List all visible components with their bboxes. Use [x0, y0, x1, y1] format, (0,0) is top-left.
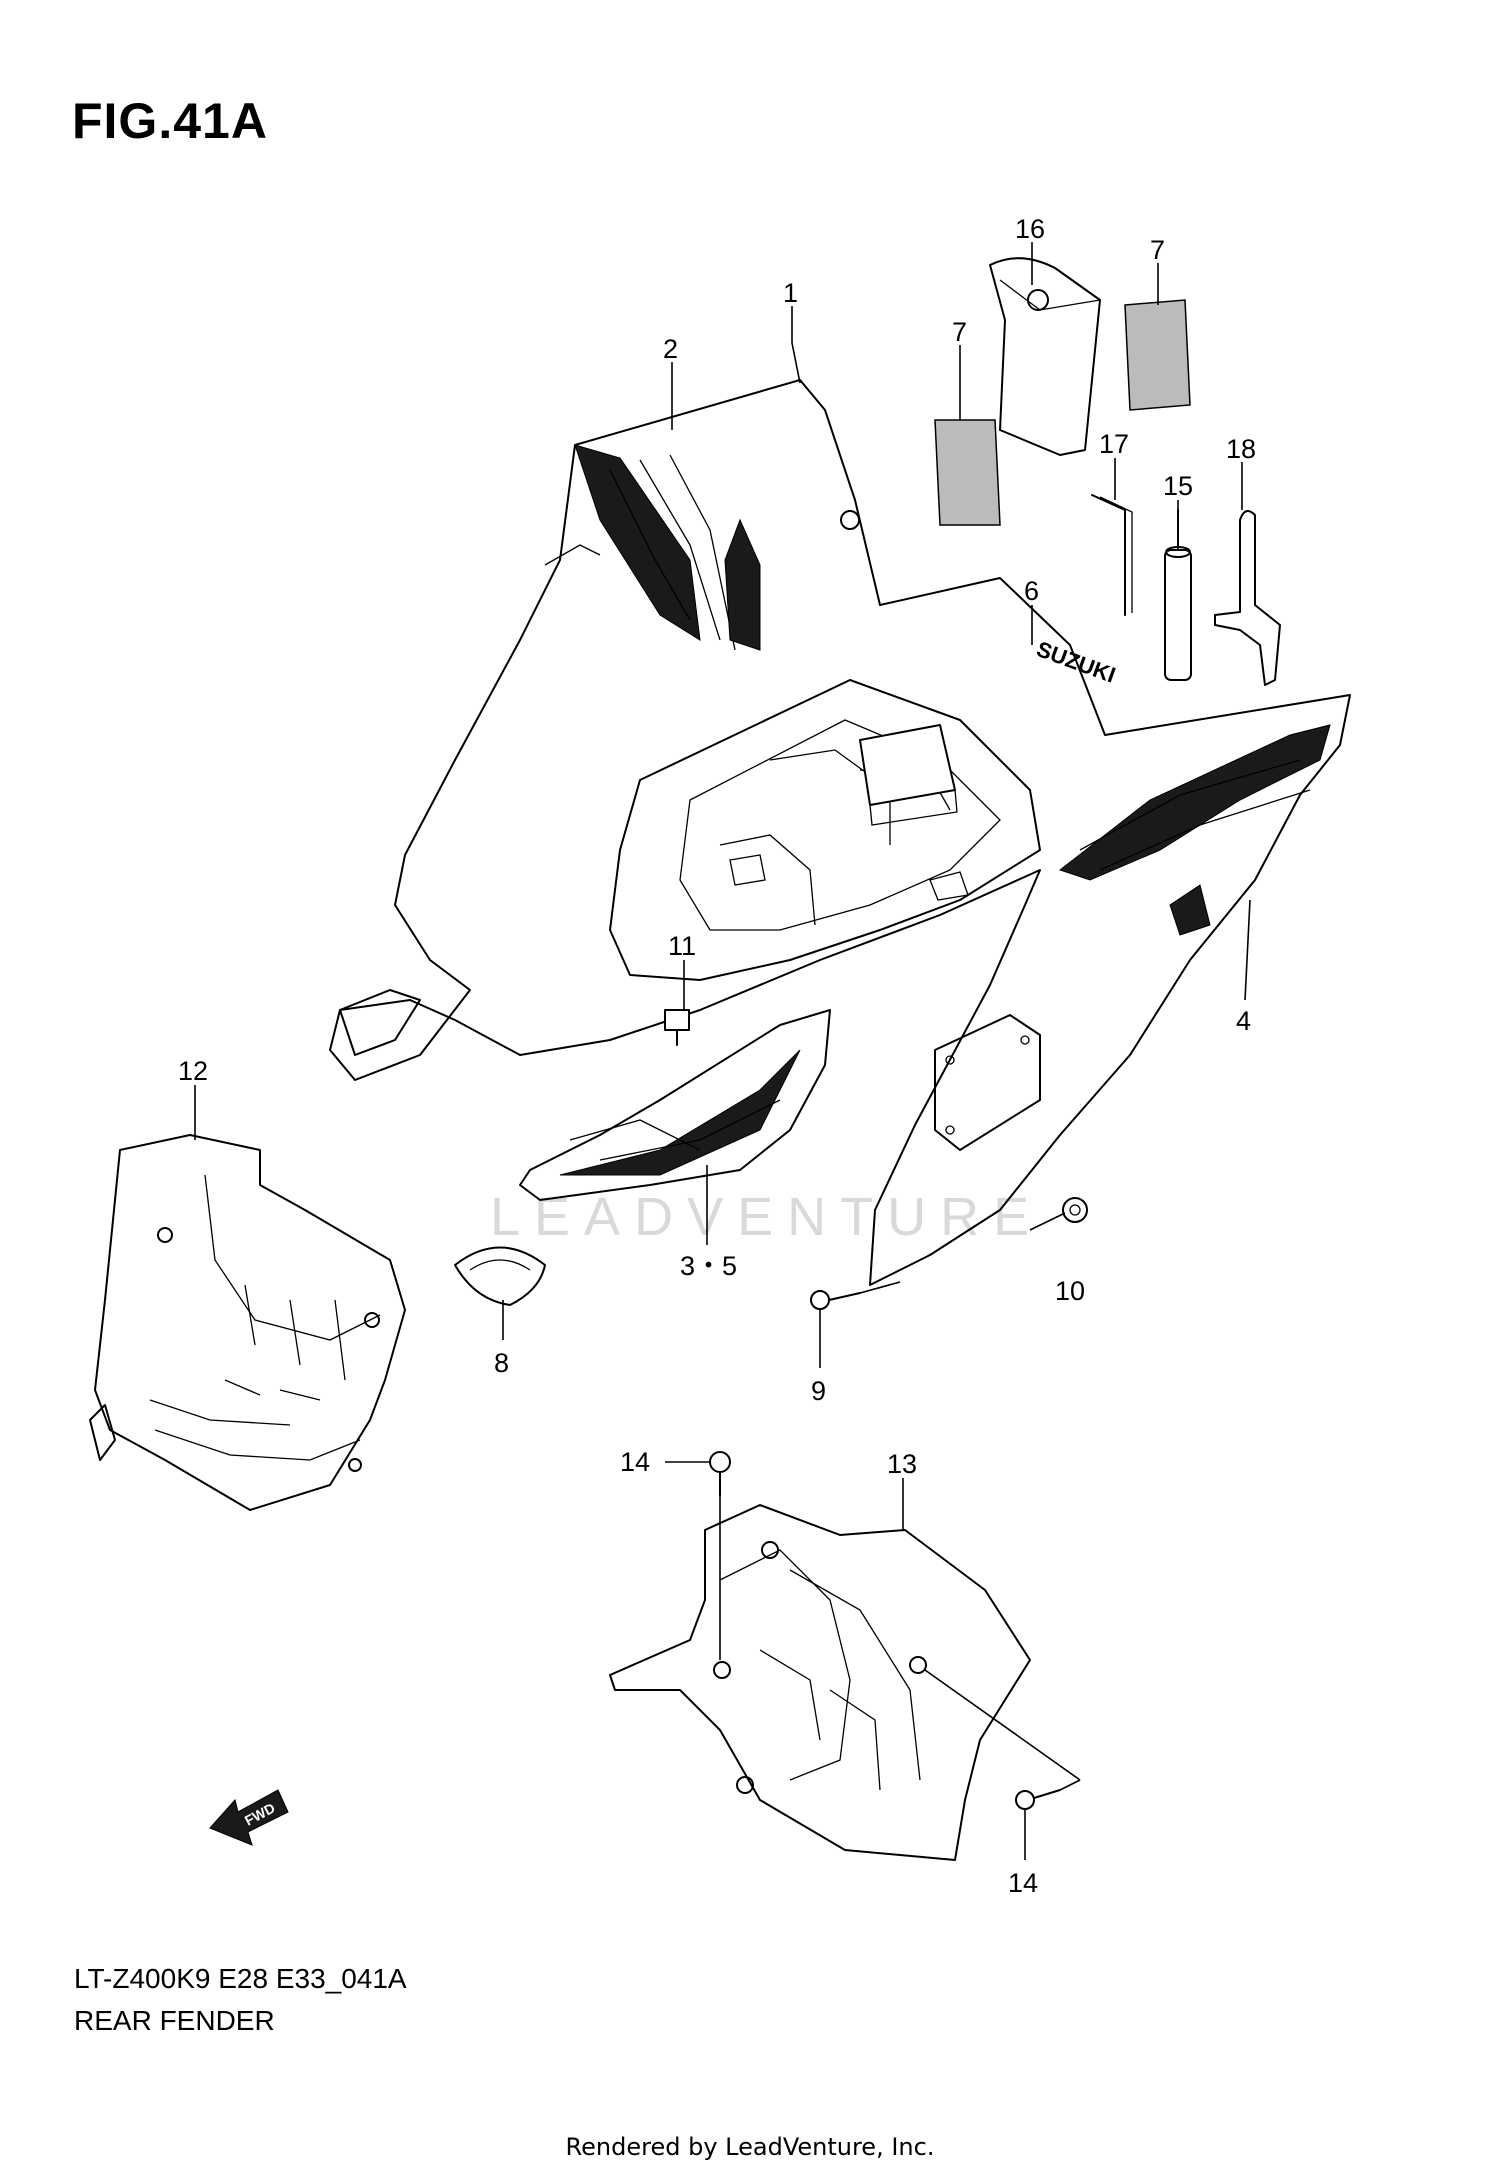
clip-part-11 [664, 1009, 690, 1046]
callout-7-left: 7 [952, 317, 967, 347]
callout-10: 10 [1055, 1276, 1085, 1306]
side-decal-panel [519, 1009, 831, 1201]
figure-title: FIG.41A [72, 93, 268, 149]
screw-part-14-top [709, 1451, 731, 1496]
screw-part-14-bottom [1015, 1789, 1061, 1810]
plug-tool-part-15 [1164, 509, 1192, 681]
forward-arrow: FWD [209, 1789, 289, 1846]
callout-12: 12 [178, 1056, 208, 1086]
brand-emboss: SUZUKI [1033, 636, 1119, 688]
callout-7-right: 7 [1150, 235, 1165, 265]
cap-part-8 [454, 1246, 546, 1306]
callout-2: 2 [663, 334, 678, 364]
figure-name: REAR FENDER [74, 2005, 275, 2036]
callout-4: 4 [1236, 1006, 1251, 1036]
callout-14-bottom: 14 [1008, 1868, 1038, 1898]
tool-bag-part-16 [989, 257, 1101, 456]
nut-part-10 [1062, 1197, 1088, 1223]
watermark-text: LEADVENTURE [490, 1187, 1043, 1247]
callout-9: 9 [811, 1376, 826, 1406]
hex-wrench-part-17 [1091, 494, 1126, 616]
callout-16: 16 [1015, 214, 1045, 244]
callout-3-5: 3・5 [680, 1251, 737, 1281]
figure-code: LT-Z400K9 E28 E33_041A [74, 1963, 407, 1994]
rear-fender-main: SUZUKI [329, 379, 1351, 1286]
callout-11: 11 [668, 931, 696, 961]
left-side-cover [89, 1134, 406, 1511]
leader-lines [194, 242, 1251, 1860]
callout-1: 1 [783, 278, 798, 308]
callout-15: 15 [1163, 471, 1193, 501]
callout-13: 13 [887, 1449, 917, 1479]
rendered-by-footer: Rendered by LeadVenture, Inc. [565, 2133, 935, 2161]
callout-18: 18 [1226, 434, 1256, 464]
right-rear-guard [609, 1504, 1031, 1861]
pad-part-7-left [934, 419, 1001, 526]
callout-14-top: 14 [620, 1447, 650, 1477]
spanner-part-18 [1214, 510, 1281, 686]
pad-part-7-right [1124, 299, 1191, 411]
callout-8: 8 [494, 1348, 509, 1378]
callout-17: 17 [1099, 429, 1129, 459]
callout-6: 6 [1024, 576, 1039, 606]
screw-part-9 [810, 1290, 861, 1310]
